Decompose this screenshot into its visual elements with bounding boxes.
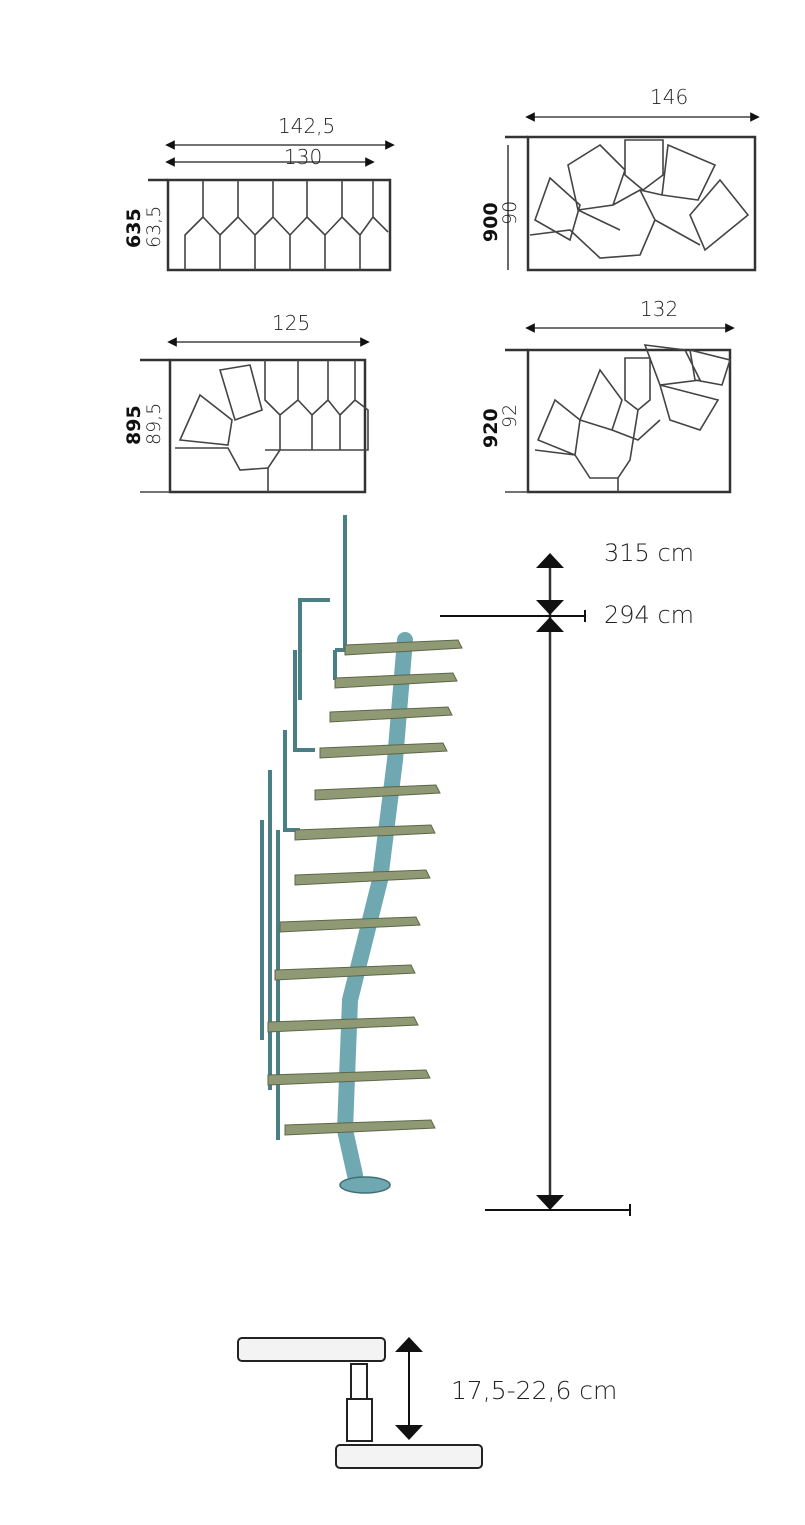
tread — [274, 964, 416, 981]
tread — [329, 706, 453, 723]
tread — [279, 916, 421, 933]
width-label: 146 — [650, 85, 688, 109]
tread — [284, 1119, 436, 1136]
inner-width-label: 130 — [284, 145, 322, 169]
stair-illustration — [260, 515, 463, 1194]
height-bold-label: 895 — [123, 405, 145, 445]
height-label: 89,5 — [143, 403, 165, 445]
max-height-label: 315 cm — [604, 539, 694, 567]
min-height-label: 294 cm — [604, 601, 694, 629]
plan-quarter-turn: 125 895 89,5 — [123, 311, 370, 494]
upper-tread — [237, 1337, 386, 1362]
height-label: 92 — [499, 404, 521, 428]
lower-tread — [335, 1444, 483, 1469]
tread — [344, 639, 463, 656]
height-label: 90 — [499, 201, 521, 225]
tread — [267, 1069, 431, 1086]
riser-height-label: 17,5-22,6 cm — [451, 1376, 617, 1405]
tread — [267, 1016, 419, 1033]
height-dimension: 315 cm 294 cm — [440, 539, 694, 1216]
width-label: 142,5 — [278, 114, 335, 138]
height-bold-label: 635 — [123, 208, 145, 248]
tread — [294, 824, 436, 841]
width-label: 125 — [272, 311, 310, 335]
plan-half-turn: 146 900 90 — [480, 85, 760, 272]
tread — [319, 742, 448, 759]
height-bold-label: 900 — [480, 202, 502, 242]
center-column — [336, 632, 413, 1183]
plan-double-turn: 132 920 92 — [480, 297, 735, 494]
plan-straight: 142,5 130 635 63,5 — [123, 114, 395, 272]
base-plate — [339, 1176, 391, 1194]
tread — [294, 869, 431, 886]
width-label: 132 — [640, 297, 678, 321]
plan-outline — [166, 178, 392, 272]
tread — [334, 672, 458, 689]
height-bold-label: 920 — [480, 408, 502, 448]
height-label: 63,5 — [143, 206, 165, 248]
tread — [314, 784, 441, 801]
handrail — [260, 515, 347, 1140]
riser-detail: 17,5-22,6 cm — [237, 1337, 617, 1469]
